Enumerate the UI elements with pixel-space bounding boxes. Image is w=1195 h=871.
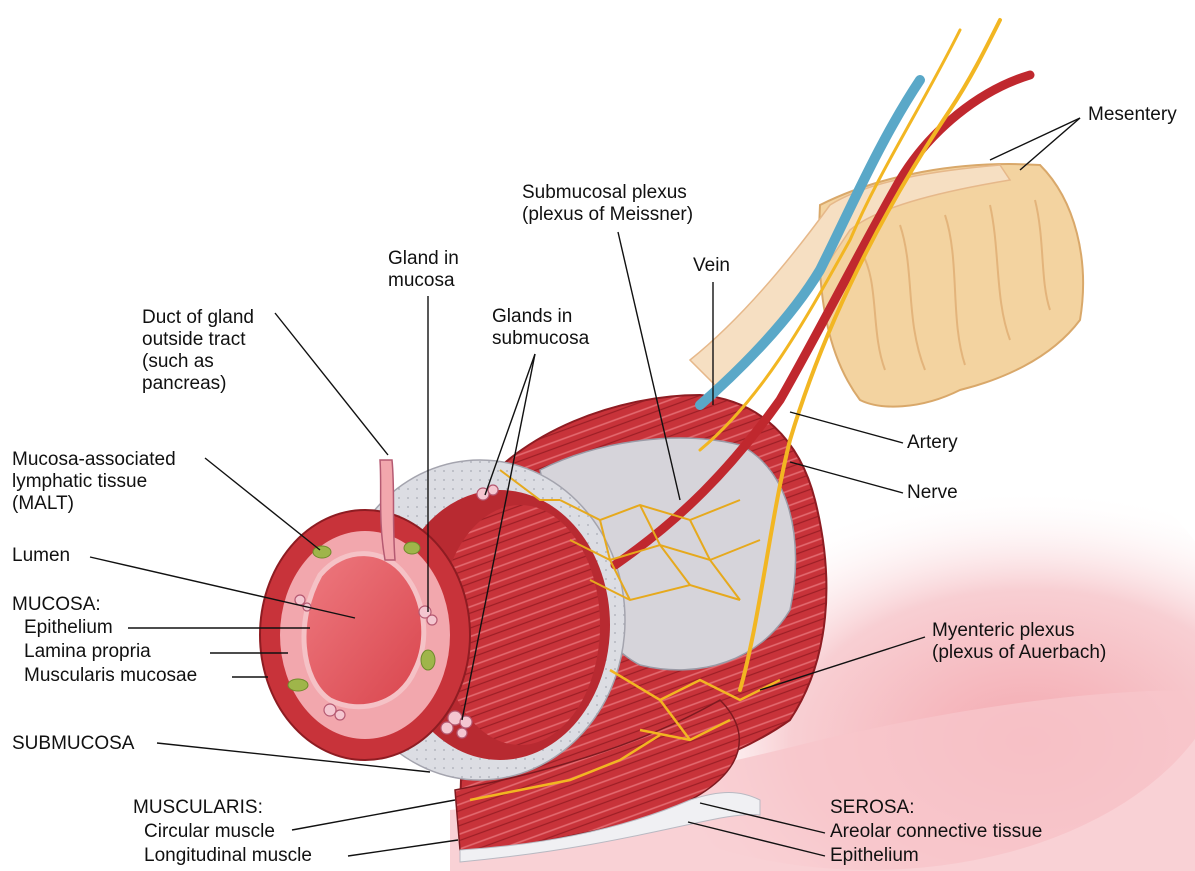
label-submucosal-plexus: Submucosal plexus (plexus of Meissner) (522, 182, 693, 226)
label-mesentery: Mesentery (1088, 104, 1177, 126)
label-muscularis-mucosae: Muscularis mucosae (24, 665, 197, 687)
label-myenteric-plexus: Myenteric plexus (plexus of Auerbach) (932, 620, 1106, 664)
label-lamina-propria: Lamina propria (24, 641, 151, 663)
label-serosa-epithelium: Epithelium (830, 845, 919, 867)
label-gland-in-mucosa: Gland in mucosa (388, 248, 459, 292)
label-circular-muscle: Circular muscle (144, 821, 275, 843)
label-serosa-heading: SEROSA: (830, 797, 914, 819)
label-submucosa: SUBMUCOSA (12, 733, 134, 755)
gland-duct (380, 460, 395, 560)
label-nerve: Nerve (907, 482, 958, 504)
lumen-cavity (304, 554, 424, 707)
label-artery: Artery (907, 432, 958, 454)
label-malt: Mucosa-associated lymphatic tissue (MALT… (12, 449, 176, 515)
label-muscularis-heading: MUSCULARIS: (133, 797, 263, 819)
label-vein: Vein (693, 255, 730, 277)
label-duct-of-gland: Duct of gland outside tract (such as pan… (142, 307, 254, 395)
label-epithelium: Epithelium (24, 617, 113, 639)
label-lumen: Lumen (12, 545, 70, 567)
label-mucosa-heading: MUCOSA: (12, 594, 101, 616)
label-areolar-tissue: Areolar connective tissue (830, 821, 1042, 843)
label-longitudinal-muscle: Longitudinal muscle (144, 845, 312, 867)
label-glands-in-submucosa: Glands in submucosa (492, 306, 589, 350)
